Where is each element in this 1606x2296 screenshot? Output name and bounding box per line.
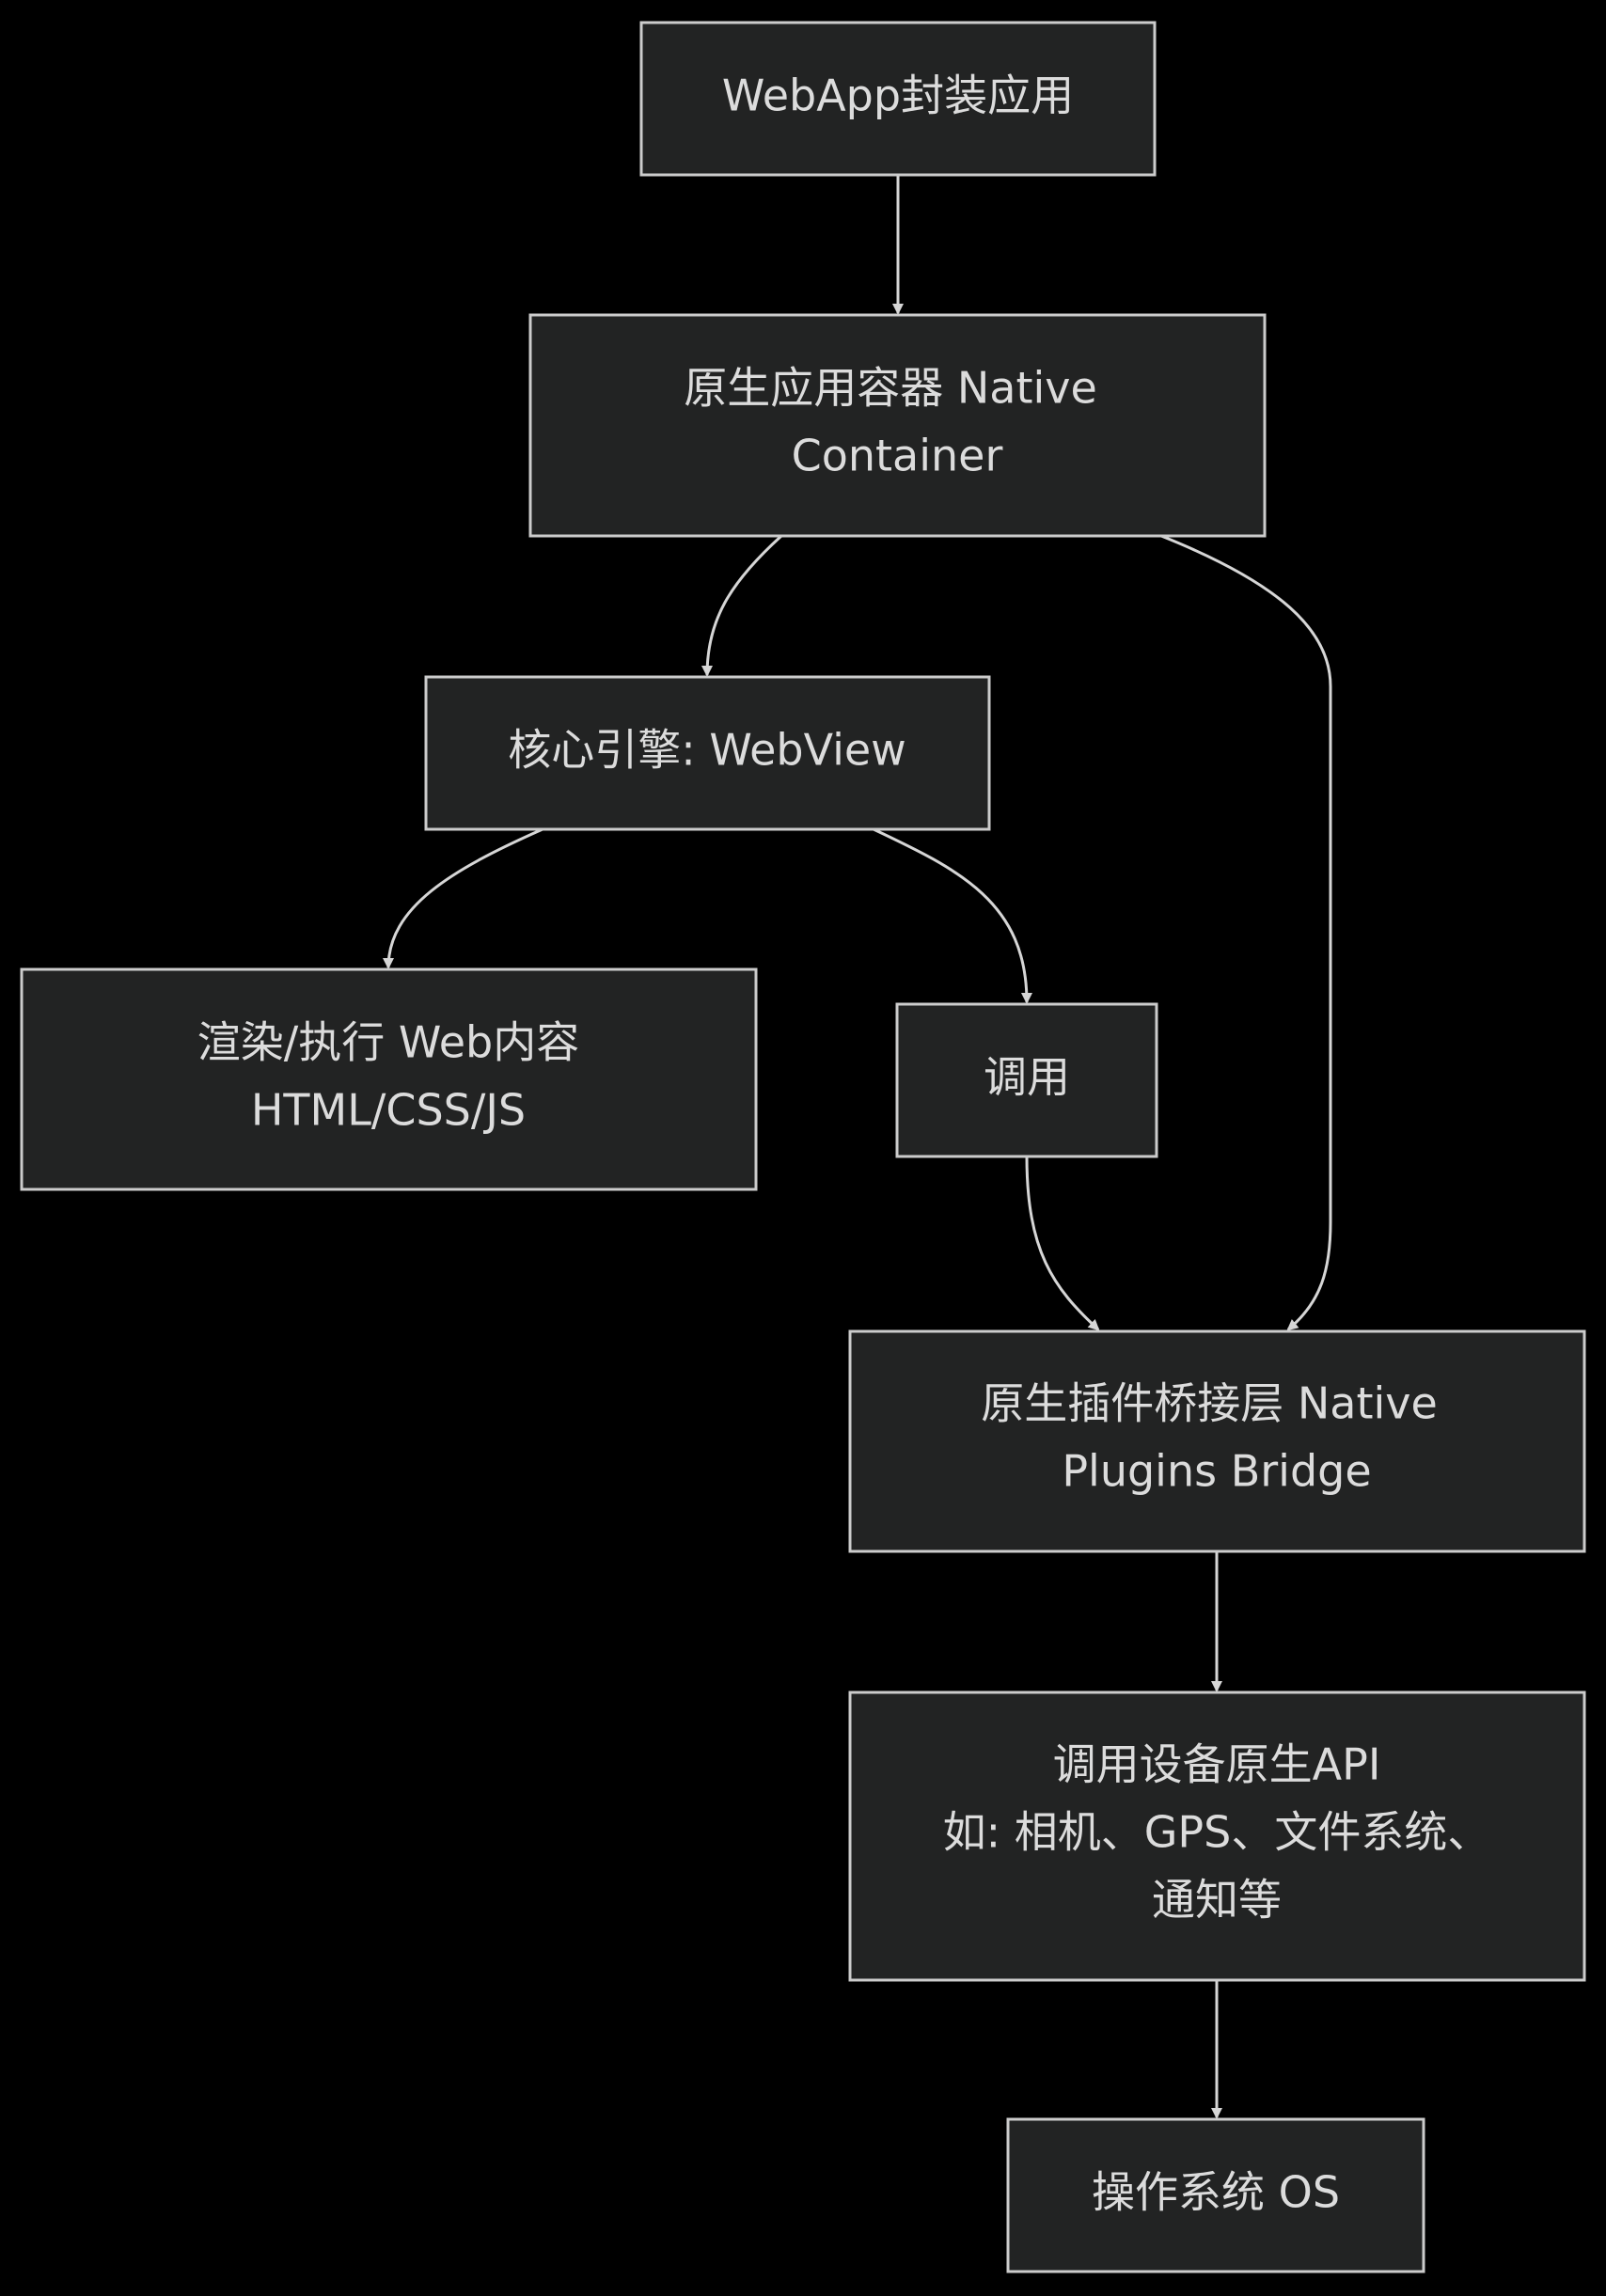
node-webapp: WebApp封装应用 [639,21,1157,177]
node-device-api-line-3: 通知等 [1152,1875,1282,1926]
edge-line-container-to-webview [701,534,783,677]
node-device-api-line-1: 调用设备原生API [1053,1739,1381,1790]
node-render-line-1: 渲染/执行 Web内容 [197,1017,579,1068]
node-device-api-line-2: 如: 相机、GPS、文件系统、 [943,1807,1491,1858]
edge-webview-to-invoke [873,827,1032,1004]
edge-container-to-webview [701,534,783,677]
node-webview-line-1: 核心引擎: WebView [508,725,906,776]
node-os-line-1: 操作系统 OS [1092,2167,1340,2218]
edge-webview-to-render [383,827,543,969]
edge-line-invoke-to-bridge [1025,1156,1100,1331]
node-plugins-bridge-line-2: Plugins Bridge [1062,1446,1371,1497]
node-native-container-line-1: 原生应用容器 Native [684,363,1097,414]
edge-line-container-to-bridge [1160,534,1332,1331]
node-plugins-bridge-line-1: 原生插件桥接层 Native [981,1378,1438,1429]
node-webview: 核心引擎: WebView [424,675,991,831]
node-native-container-line-2: Container [792,431,1003,481]
node-plugins-bridge: 原生插件桥接层 Native Plugins Bridge [848,1329,1586,1553]
node-os: 操作系统 OS [1006,2117,1425,2273]
node-invoke-line-1: 调用 [984,1052,1070,1103]
edge-container-to-bridge [1160,534,1332,1331]
node-webapp-line-1: WebApp封装应用 [722,71,1074,121]
edges-layer [383,175,1332,2119]
node-render-line-2: HTML/CSS/JS [251,1085,526,1136]
node-native-container: 原生应用容器 Native Container [528,313,1267,538]
node-invoke: 调用 [895,1002,1158,1158]
edge-line-webview-to-invoke [873,827,1032,1004]
edge-line-webview-to-render [383,827,543,969]
node-render-web-content: 渲染/执行 Web内容 HTML/CSS/JS [20,967,758,1191]
node-device-api: 调用设备原生API 如: 相机、GPS、文件系统、 通知等 [848,1691,1586,1982]
edge-invoke-to-bridge [1025,1156,1100,1331]
